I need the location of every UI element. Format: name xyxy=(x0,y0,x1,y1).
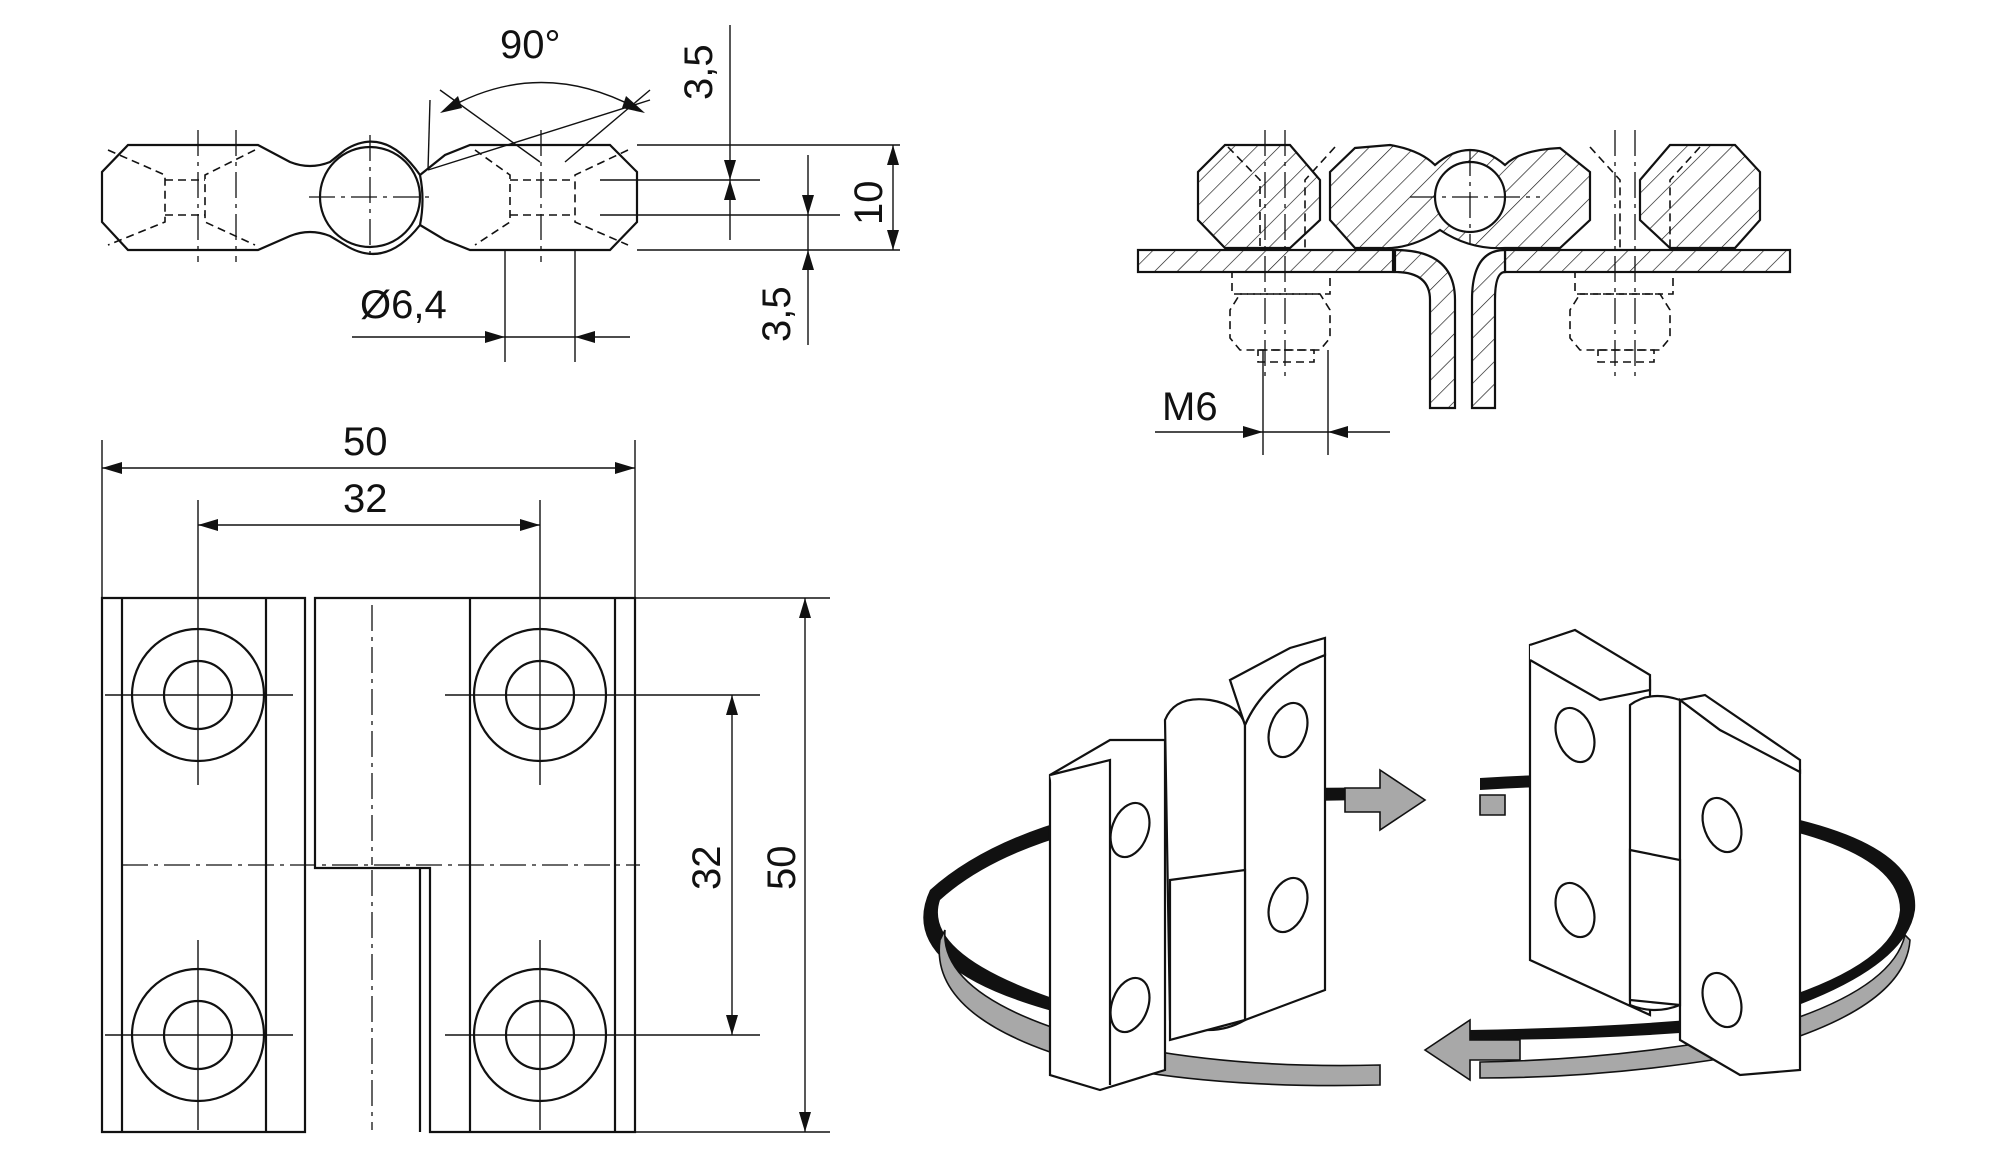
thickness-label: 10 xyxy=(847,181,891,226)
thread-label: M6 xyxy=(1162,385,1218,429)
width-overall-label: 50 xyxy=(343,420,388,464)
arrow-left-icon xyxy=(1423,1018,1521,1082)
side-view: 90° 3,5 10 3,5 Ø6,4 xyxy=(100,23,900,362)
height-overall-label: 50 xyxy=(760,846,804,891)
height-holes-label: 32 xyxy=(685,846,729,891)
arrow-right-icon xyxy=(1344,768,1427,832)
hole-diameter-label: Ø6,4 xyxy=(360,283,447,327)
gap-bottom-label: 3,5 xyxy=(755,286,799,342)
rotation-illustration xyxy=(923,628,1916,1092)
front-view: 50 32 32 50 xyxy=(100,420,830,1134)
gap-top-label: 3,5 xyxy=(677,44,721,100)
angle-label: 90° xyxy=(500,23,561,67)
width-holes-label: 32 xyxy=(343,477,388,521)
section-view: M6 xyxy=(1136,130,1792,455)
